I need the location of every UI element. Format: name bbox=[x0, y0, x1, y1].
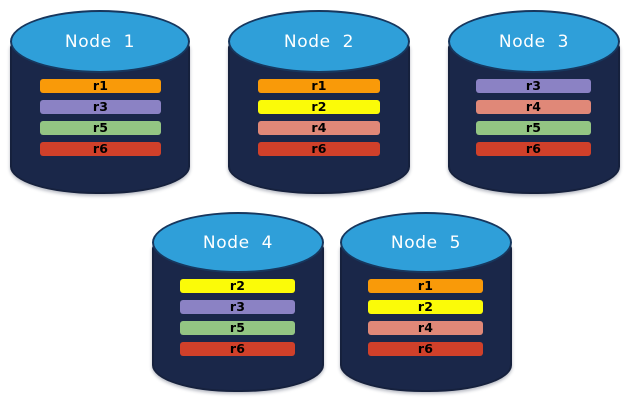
node-4-region-r5[interactable]: r5 bbox=[180, 321, 295, 335]
node-2-region-r4-label: r4 bbox=[311, 119, 327, 135]
node-5-cap: Node 5 bbox=[340, 212, 512, 273]
node-3-region-r5[interactable]: r5 bbox=[476, 121, 591, 135]
node-4-region-list: r2 r3 r5 r6 bbox=[180, 279, 295, 356]
node-1-region-r1-label: r1 bbox=[92, 77, 109, 93]
node-4-region-r3-label: r3 bbox=[229, 298, 246, 314]
node-3-cap: Node 3 bbox=[448, 10, 620, 73]
node-5-region-r2-label: r2 bbox=[417, 298, 434, 314]
node-4-cap: Node 4 bbox=[152, 212, 324, 273]
node-3[interactable]: Node 3 r3 r4 r5 r6 bbox=[448, 10, 620, 194]
node-3-region-r6[interactable]: r6 bbox=[476, 142, 591, 156]
node-2-region-r6[interactable]: r6 bbox=[258, 142, 380, 156]
node-1-region-r5-label: r5 bbox=[92, 119, 109, 135]
node-1-region-r3-label: r3 bbox=[92, 98, 109, 114]
node-2-region-r6-label: r6 bbox=[311, 140, 327, 156]
node-5-region-r2[interactable]: r2 bbox=[368, 300, 483, 314]
node-5-region-r1[interactable]: r1 bbox=[368, 279, 483, 293]
node-3-region-r5-label: r5 bbox=[525, 119, 542, 135]
node-3-title: Node 3 bbox=[498, 32, 570, 52]
node-5-region-r1-label: r1 bbox=[417, 277, 434, 293]
node-5-region-r6-label: r6 bbox=[417, 340, 434, 356]
node-1-cap: Node 1 bbox=[10, 10, 190, 73]
node-5-region-r4[interactable]: r4 bbox=[368, 321, 483, 335]
node-3-region-r6-label: r6 bbox=[525, 140, 542, 156]
node-5-region-list: r1 r2 r4 r6 bbox=[368, 279, 483, 356]
node-5-region-r6[interactable]: r6 bbox=[368, 342, 483, 356]
node-5-body bbox=[340, 243, 512, 392]
node-4-region-r5-label: r5 bbox=[229, 319, 246, 335]
node-4-title: Node 4 bbox=[202, 233, 274, 253]
node-1-region-r3[interactable]: r3 bbox=[40, 100, 161, 114]
node-5-region-r4-label: r4 bbox=[417, 319, 434, 335]
node-2-cap: Node 2 bbox=[228, 10, 410, 73]
node-1-region-r6[interactable]: r6 bbox=[40, 142, 161, 156]
node-1-region-list: r1 r3 r5 r6 bbox=[40, 79, 161, 157]
node-2-region-r4[interactable]: r4 bbox=[258, 121, 380, 135]
node-3-region-r4-label: r4 bbox=[525, 98, 542, 114]
node-5-title: Node 5 bbox=[390, 233, 462, 253]
node-2-region-r1-label: r1 bbox=[311, 77, 327, 93]
node-2[interactable]: Node 2 r1 r2 r4 r6 bbox=[228, 10, 410, 194]
node-5[interactable]: Node 5 r1 r2 r4 r6 bbox=[340, 212, 512, 392]
node-2-region-r2-label: r2 bbox=[311, 98, 327, 114]
node-2-title: Node 2 bbox=[283, 32, 355, 52]
node-1-region-r6-label: r6 bbox=[92, 140, 109, 156]
node-3-region-r3-label: r3 bbox=[525, 77, 542, 93]
node-4-region-r2-label: r2 bbox=[229, 277, 246, 293]
node-4-region-r6-label: r6 bbox=[229, 340, 246, 356]
node-1-region-r1[interactable]: r1 bbox=[40, 79, 161, 93]
node-4-body bbox=[152, 243, 324, 392]
node-1-title: Node 1 bbox=[64, 32, 136, 52]
node-1[interactable]: Node 1 r1 r3 r5 r6 bbox=[10, 10, 190, 194]
node-4[interactable]: Node 4 r2 r3 r5 r6 bbox=[152, 212, 324, 392]
node-4-region-r2[interactable]: r2 bbox=[180, 279, 295, 293]
node-3-region-list: r3 r4 r5 r6 bbox=[476, 79, 591, 157]
node-1-region-r5[interactable]: r5 bbox=[40, 121, 161, 135]
node-3-region-r4[interactable]: r4 bbox=[476, 100, 591, 114]
node-2-region-list: r1 r2 r4 r6 bbox=[258, 79, 380, 157]
node-4-region-r6[interactable]: r6 bbox=[180, 342, 295, 356]
node-2-region-r1[interactable]: r1 bbox=[258, 79, 380, 93]
node-3-region-r3[interactable]: r3 bbox=[476, 79, 591, 93]
node-2-region-r2[interactable]: r2 bbox=[258, 100, 380, 114]
node-4-region-r3[interactable]: r3 bbox=[180, 300, 295, 314]
